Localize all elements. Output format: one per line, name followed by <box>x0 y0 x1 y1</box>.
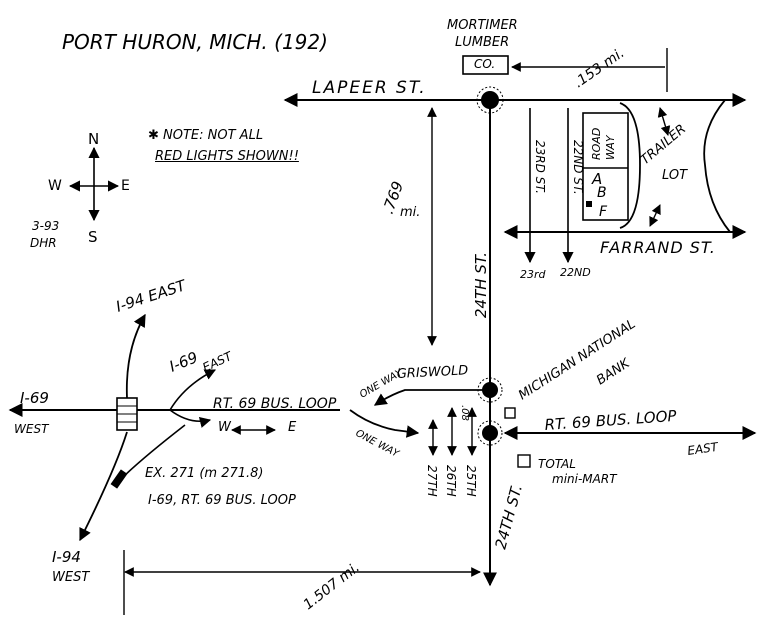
date-line-1: 3-93 <box>32 219 60 233</box>
compass-s: S <box>88 228 98 246</box>
one-way-label-2: ONE WAY <box>354 428 402 460</box>
traffic-light-lapeer <box>476 86 504 114</box>
traffic-light-loop <box>477 420 503 446</box>
trailer-lot-label-2: LOT <box>662 168 688 183</box>
east-label: EAST <box>686 440 720 458</box>
lot-b: B <box>597 185 607 201</box>
business-name-2: LUMBER <box>455 35 510 50</box>
bus-loop-east-label: RT. 69 BUS. LOOP <box>544 407 678 434</box>
note-line-1: ✱ NOTE: NOT ALL <box>148 128 264 143</box>
23rd-st-label: 23RD ST. <box>533 140 547 194</box>
griswold-road <box>373 389 485 406</box>
i69-west-label-1: I-69 <box>20 389 49 407</box>
26th-label: 26TH <box>444 465 458 497</box>
i69-east-label-2: EAST <box>200 348 235 374</box>
map-title: PORT HURON, MICH. (192) <box>62 30 328 54</box>
lot-marker <box>586 201 592 207</box>
lot-a: A <box>592 170 603 188</box>
27th-label: 27TH <box>425 465 439 497</box>
minimart-label-1: TOTAL <box>538 457 576 471</box>
minimart-label-2: mini-MART <box>552 472 617 486</box>
minimart-box <box>517 454 531 468</box>
i94-west-label-1: I-94 <box>52 548 81 566</box>
distance-769-unit: mi. <box>400 205 421 220</box>
bank-box <box>504 407 516 419</box>
roadway-box <box>582 112 629 221</box>
compass-e: E <box>121 178 130 194</box>
compass-n: N <box>88 130 100 148</box>
compass-rose <box>68 146 120 222</box>
date-line-2: DHR <box>30 236 57 250</box>
i94-east-label: I-94 EAST <box>114 276 190 316</box>
one-way-label-1: ONE WAY <box>358 367 405 401</box>
e-label: E <box>288 420 297 435</box>
i94-east-road <box>125 313 146 399</box>
exit-label-2: I-69, RT. 69 BUS. LOOP <box>148 493 296 508</box>
i69-east-label-1: I-69 <box>167 348 201 376</box>
exit-label-1: EX. 271 (m 271.8) <box>145 466 264 481</box>
22nd-st-label: 22ND ST. <box>571 140 585 195</box>
distance-08: .08 <box>459 405 470 421</box>
24th-st-label: 24TH ST. <box>472 252 490 318</box>
one-way-east-road <box>349 409 420 438</box>
trailer-lot-boundary <box>619 102 641 229</box>
w-label: W <box>218 420 231 435</box>
farrand-label: FARRAND ST. <box>600 238 716 257</box>
business-name-1: MORTIMER <box>447 18 518 33</box>
roadway-label-1: ROAD <box>590 128 603 160</box>
roadway-label-2: WAY <box>604 134 617 160</box>
22nd-end-label: 22ND <box>560 266 591 279</box>
bank-label-2: BANK <box>594 355 634 388</box>
trailer-lot-label-1: TRAILER <box>638 122 689 168</box>
lot-f: F <box>599 204 608 220</box>
business-box-label: CO. <box>474 57 496 71</box>
note-line-2: RED LIGHTS SHOWN!! <box>155 149 299 164</box>
lapeer-label: LAPEER ST. <box>312 78 427 98</box>
i69-west-label-2: WEST <box>14 422 49 436</box>
bus-loop-west-label: RT. 69 BUS. LOOP <box>213 396 337 412</box>
compass-w: W <box>48 178 62 194</box>
distance-153: .153 mi. <box>571 45 627 91</box>
mortimer-box <box>462 55 509 75</box>
i94-west-road <box>79 431 128 542</box>
i94-west-label-2: WEST <box>52 570 90 585</box>
25th-label: 25TH <box>464 465 478 497</box>
distance-1507: 1.507 mi. <box>301 560 363 614</box>
24th-st-lower-label: 24TH ST. <box>491 483 525 551</box>
griswold-label: GRISWOLD <box>396 363 468 382</box>
23rd-end-label: 23rd <box>520 268 546 281</box>
